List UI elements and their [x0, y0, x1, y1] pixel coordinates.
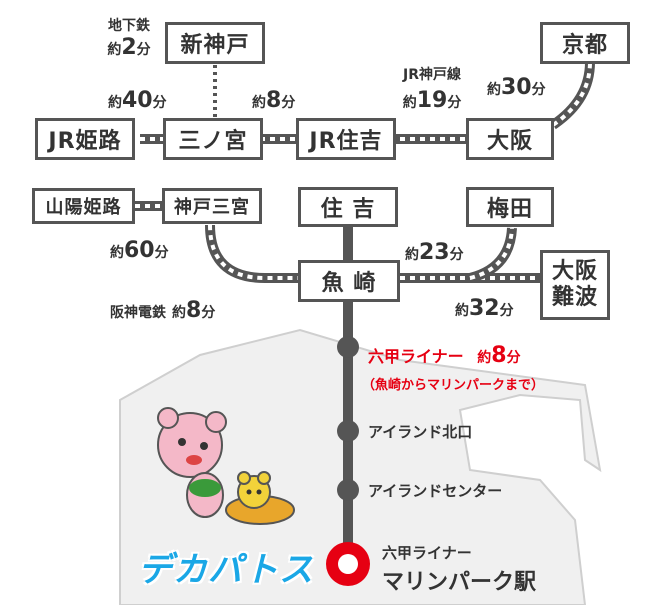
mascot-tiger-icon	[225, 471, 295, 525]
stop-dot-center	[337, 479, 359, 501]
rokko-liner-name: 六甲ライナー	[368, 347, 464, 366]
time-himeji: 約40分	[108, 88, 167, 113]
stop-island-kitaguchi: アイランド北口	[368, 423, 473, 441]
station-umeda: 梅田	[466, 187, 554, 227]
rokko-liner-note: （魚崎からマリンパークまで）	[362, 378, 545, 393]
station-shinkobe: 新神戸	[165, 22, 265, 64]
jr-kyoto-line	[550, 61, 595, 130]
time-hanshin: 阪神電鉄約8分	[110, 298, 216, 323]
subway-label: 地下鉄	[108, 18, 150, 34]
time-umeda: 約23分	[405, 240, 464, 265]
station-osaka-namba-line1: 大阪	[551, 259, 598, 284]
station-jr-sumiyoshi: JR住吉	[296, 118, 396, 160]
station-kyoto: 京都	[540, 22, 630, 64]
hanshin-west-ties	[208, 224, 300, 280]
time-subway: 地下鉄 約2分	[100, 15, 158, 61]
time-kyoto: 約30分	[487, 75, 546, 100]
station-sumiyoshi: 住 吉	[298, 187, 398, 227]
time-jr-osaka: JR神戸線 約19分	[382, 62, 482, 116]
station-osaka-namba: 大阪 難波	[540, 250, 610, 320]
time-sumiyoshi: 約8分	[252, 88, 296, 113]
jr-line-label: JR神戸線	[403, 67, 461, 83]
time-sanyo: 約60分	[110, 238, 169, 263]
mascot-pink-bear-icon	[157, 407, 227, 518]
rokko-liner-time: 六甲ライナー 約8分	[368, 343, 521, 368]
stop-island-center: アイランドセンター	[368, 482, 503, 500]
hanshin-label: 阪神電鉄	[110, 305, 166, 321]
time-namba: 約32分	[455, 296, 514, 321]
stop-dot-kitaguchi	[337, 420, 359, 442]
dekapatos-logo: デカパトス	[138, 550, 315, 590]
hanshin-west-line	[205, 224, 300, 283]
station-sanyo-himeji: 山陽姫路	[32, 188, 135, 224]
station-osaka-namba-line2: 難波	[551, 285, 598, 310]
marine-park-line: 六甲ライナー	[382, 544, 472, 562]
station-kobe-sannomiya: 神戸三宮	[162, 188, 262, 224]
marine-park-station: マリンパーク駅	[382, 570, 537, 595]
station-sannomiya: 三ノ宮	[163, 118, 263, 160]
umeda-ties	[469, 227, 514, 280]
station-jr-himeji: JR姫路	[35, 118, 135, 160]
stop-dot-uozaki-south	[337, 336, 359, 358]
station-uozaki: 魚 崎	[298, 260, 400, 302]
station-osaka: 大阪	[466, 118, 554, 160]
